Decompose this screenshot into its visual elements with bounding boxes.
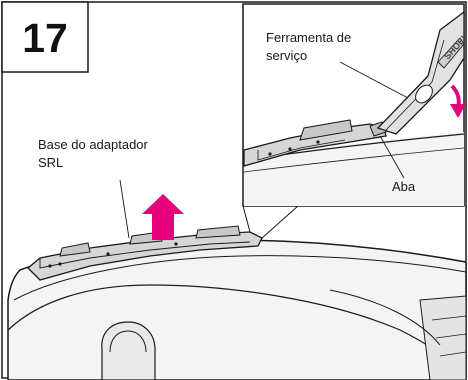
inset-adapter-hole [288, 147, 292, 151]
helmet-illustration [7, 239, 467, 380]
helmet-vent-inner [109, 330, 147, 353]
curved-arrow-head [450, 104, 466, 118]
inset-connector-left [242, 205, 251, 233]
inset-adapter-block [299, 119, 353, 141]
helmet-shell-curve [329, 289, 441, 346]
service-tool-grip [437, 37, 465, 69]
service-tool-bevel [385, 39, 445, 131]
adapter-hole [58, 262, 62, 266]
adapter-hole [48, 264, 52, 268]
up-arrow-icon [142, 194, 184, 240]
inset-adapter-hole [268, 152, 272, 156]
label-tool-line2: serviço [266, 48, 307, 63]
service-tool-hole [415, 84, 433, 104]
label-tool-line1: Ferramenta de [266, 30, 351, 45]
inset-adapter-hole [316, 140, 320, 144]
helmet-side-vent-ribs [431, 315, 467, 357]
step-number: 17 [22, 15, 68, 61]
adapter-block-1 [59, 242, 91, 257]
inset-helmet-line [243, 147, 465, 173]
leader-line-tool [339, 61, 409, 99]
helmet-edge-line [13, 255, 467, 301]
adapter-hole [106, 252, 110, 256]
adapter-block-3 [195, 225, 241, 239]
leader-line-base [119, 179, 130, 239]
detail-inset: SHOEI Ferramenta de serviço Aba [242, 3, 468, 239]
adapter-hole [174, 242, 178, 246]
leader-line-tab [379, 135, 405, 179]
adapter-base-ridge [39, 241, 251, 269]
label-base-line1: Base do adaptador [38, 137, 149, 152]
helmet-rear-contour [7, 284, 467, 373]
inset-connector-right [261, 205, 299, 239]
inset-adapter-ridge [257, 139, 346, 161]
step-number-box [1, 1, 89, 73]
label-tab: Aba [392, 179, 416, 194]
inset-helmet-surface [244, 132, 464, 206]
label-base-line2: SRL [38, 155, 63, 170]
service-tool [376, 10, 465, 135]
